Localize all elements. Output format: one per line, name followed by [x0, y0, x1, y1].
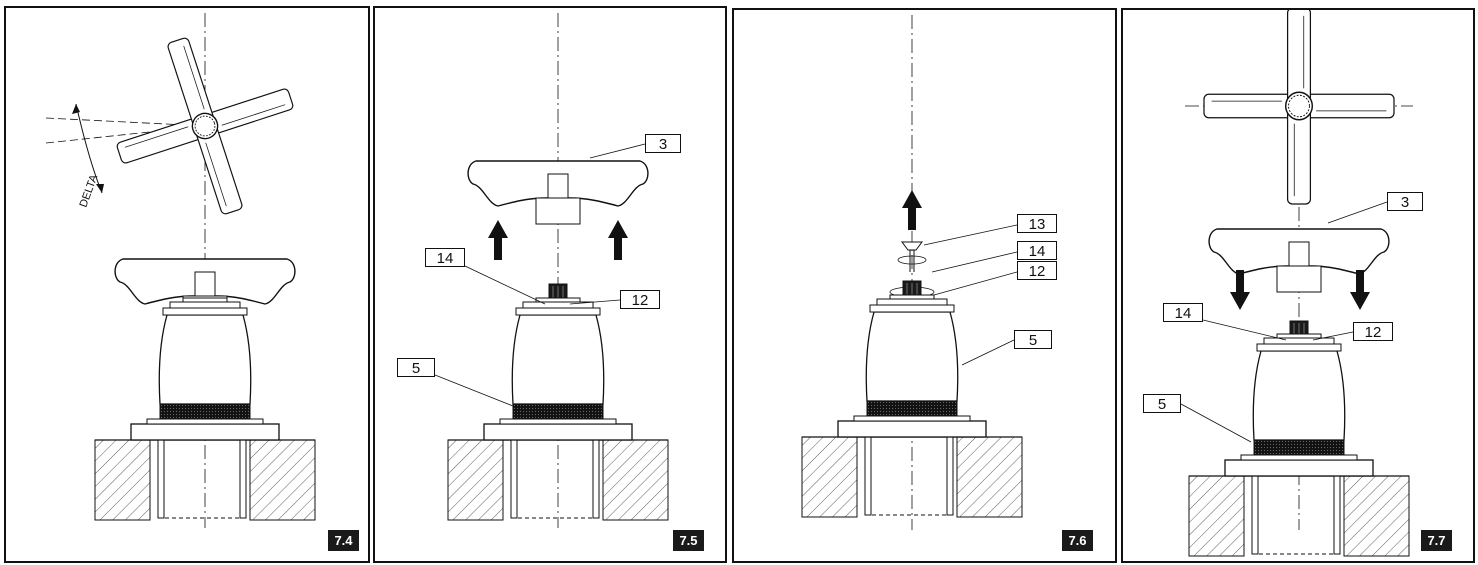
callout-14: 14 [1017, 241, 1057, 260]
diagram-7-5 [434, 13, 669, 528]
panel-7-7: 3 14 12 5 7.7 [1121, 8, 1475, 563]
diagram-7-7 [1180, 10, 1413, 557]
panel-7-4: DELTA 7.4 [4, 6, 370, 563]
callout-12: 12 [1353, 322, 1393, 341]
arrow-down [1350, 270, 1370, 310]
callout-5: 5 [1143, 394, 1181, 413]
figure-badge: 7.4 [328, 530, 359, 551]
arrow-down [1230, 270, 1250, 310]
callout-5: 5 [1014, 330, 1052, 349]
figure-badge: 7.5 [673, 530, 704, 551]
base-assembly [94, 297, 316, 521]
callout-3: 3 [1387, 192, 1423, 211]
panel-7-5: 3 14 12 5 7.5 [373, 6, 727, 563]
callout-5: 5 [397, 358, 435, 377]
callout-12: 12 [620, 290, 660, 309]
figure-badge: 7.6 [1062, 530, 1093, 551]
delta-label: DELTA [78, 173, 101, 210]
handwheel [467, 160, 649, 225]
arrow-up [608, 220, 628, 260]
diagram-7-6 [801, 15, 1023, 530]
callout-3: 3 [645, 134, 681, 153]
cross-knife [1203, 10, 1395, 205]
arrow-up [902, 190, 922, 230]
callout-14: 14 [425, 248, 465, 267]
callout-14: 14 [1163, 303, 1203, 322]
figure-badge: 7.7 [1421, 530, 1452, 551]
callout-12: 12 [1017, 261, 1057, 280]
screw [889, 241, 935, 298]
callout-13: 13 [1017, 214, 1057, 233]
panel-7-6: 13 14 12 5 7.6 [732, 8, 1117, 563]
diagram-7-4: DELTA [45, 11, 320, 528]
base-assembly [447, 297, 669, 521]
arrow-up [488, 220, 508, 260]
